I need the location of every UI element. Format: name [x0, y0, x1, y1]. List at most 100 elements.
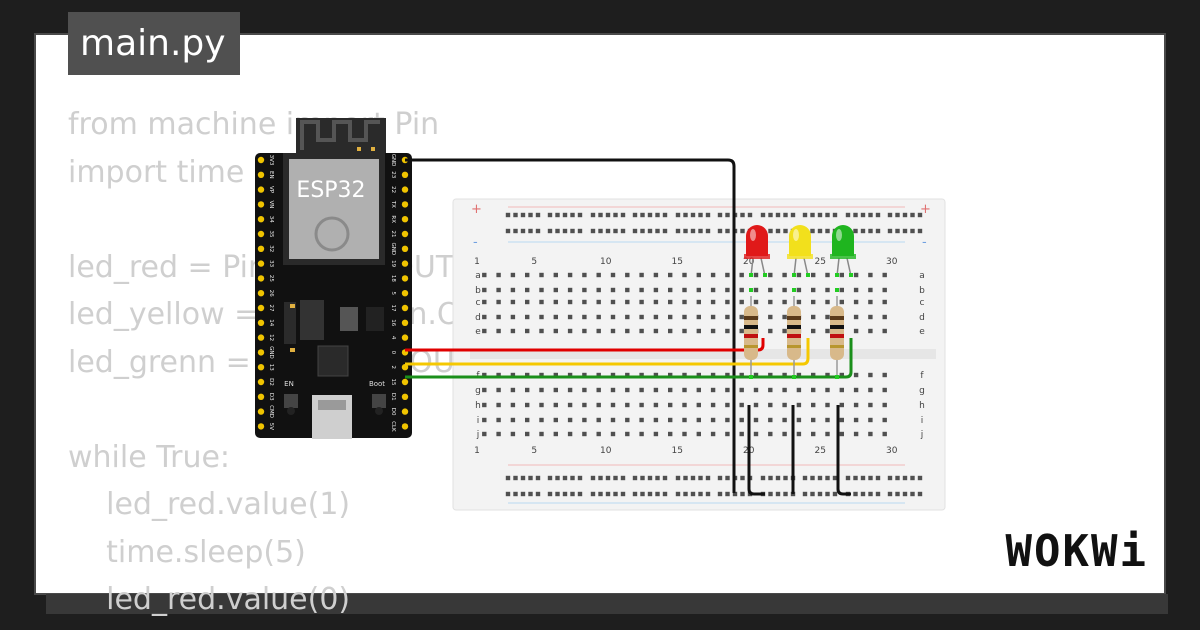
row-letter: c: [920, 298, 925, 308]
rail-minus-label: -: [922, 235, 927, 250]
pin-label: GND: [268, 346, 274, 359]
breadboard-hole: [553, 287, 558, 293]
board-pin: [401, 230, 409, 238]
breadboard-hole: [839, 402, 844, 408]
breadboard-hole: [768, 372, 773, 378]
breadboard-hole: [725, 287, 730, 293]
row-letter: b: [919, 286, 925, 296]
row-letter: j: [476, 430, 480, 440]
breadboard-hole: [639, 417, 644, 423]
breadboard-hole: [653, 328, 659, 334]
breadboard-hole: [582, 299, 587, 305]
breadboard-hole: [775, 475, 781, 481]
breadboard-hole: [653, 431, 659, 437]
breadboard-hole: [496, 431, 501, 437]
resistor-band: [744, 345, 758, 348]
breadboard-hole: [910, 228, 915, 234]
pin-label: 5V: [268, 423, 274, 430]
resistor-band: [830, 334, 844, 338]
breadboard-hole: [868, 431, 873, 437]
board-pin: [257, 171, 265, 178]
breadboard-hole: [535, 491, 541, 497]
rail-plus-label: +: [471, 202, 482, 217]
breadboard-hole: [839, 417, 844, 423]
breadboard-hole: [547, 228, 553, 234]
wire-red: [405, 338, 765, 352]
column-number: 1: [474, 446, 480, 456]
breadboard-hole: [590, 491, 596, 497]
breadboard-hole: [620, 475, 626, 481]
breadboard-hole: [802, 491, 808, 497]
breadboard-hole: [683, 228, 688, 234]
column-number: 15: [671, 257, 682, 267]
breadboard-hole: [753, 417, 759, 423]
breadboard-hole: [662, 228, 668, 234]
breadboard-hole: [539, 299, 544, 305]
breadboard-hole: [753, 272, 759, 278]
breadboard-hole: [496, 299, 501, 305]
breadboard-hole: [710, 314, 716, 320]
breadboard-hole: [639, 372, 644, 378]
breadboard-hole: [760, 475, 766, 481]
breadboard-hole: [496, 328, 501, 334]
breadboard-hole: [539, 328, 544, 334]
breadboard-hole: [555, 212, 560, 218]
breadboard-hole: [753, 387, 759, 393]
breadboard-hole: [653, 299, 659, 305]
breadboard-hole: [868, 491, 873, 497]
breadboard-hole: [760, 212, 766, 218]
column-number: 10: [600, 446, 612, 456]
breadboard-hole: [496, 287, 501, 293]
breadboard-hole: [811, 417, 816, 423]
breadboard-hole: [496, 387, 501, 393]
breadboard-hole: [768, 402, 773, 408]
board-pin: [401, 171, 409, 178]
breadboard-hole: [810, 491, 815, 497]
wire-green: [405, 338, 853, 379]
breadboard-hole: [796, 272, 802, 278]
breadboard-hole: [853, 299, 859, 305]
breadboard-hole: [811, 314, 816, 320]
breadboard-hole: [596, 299, 601, 305]
board-pin: [257, 334, 265, 341]
en-label: EN: [284, 380, 294, 388]
resistor-band: [787, 325, 801, 329]
breadboard-hole: [832, 491, 838, 497]
pin-label: D1: [390, 393, 396, 401]
breadboard-hole: [810, 475, 815, 481]
breadboard-hole: [655, 491, 660, 497]
pin-label: 35: [268, 231, 274, 238]
breadboard-hole: [782, 287, 787, 293]
row-letter: e: [919, 327, 925, 337]
board-pin: [257, 393, 265, 400]
esp32-board[interactable]: ESP323V3ENVPVN343532332526271412GND13D2D…: [255, 118, 412, 439]
connected-hole: [792, 273, 796, 277]
breadboard-hole: [625, 372, 630, 378]
breadboard-hole: [696, 387, 701, 393]
breadboard-hole: [690, 475, 696, 481]
breadboard-hole: [817, 491, 823, 497]
breadboard-hole: [853, 417, 859, 423]
breadboard-hole: [682, 299, 687, 305]
breadboard-center-channel: [470, 349, 936, 359]
breadboard-hole: [782, 402, 787, 408]
breadboard-hole: [525, 314, 530, 320]
wokwi-logo: WOKWi: [1005, 526, 1148, 577]
file-tab[interactable]: main.py: [68, 12, 240, 75]
row-letter: c: [476, 298, 481, 308]
breadboard-hole: [882, 387, 887, 393]
breadboard-hole: [675, 228, 681, 234]
connected-hole: [806, 273, 810, 277]
board-pin: [257, 349, 265, 356]
breadboard-hole: [555, 228, 560, 234]
breadboard-hole: [796, 417, 802, 423]
breadboard-hole: [825, 299, 830, 305]
breadboard-hole: [625, 328, 630, 334]
breadboard-hole: [917, 475, 923, 481]
breadboard-hole: [739, 314, 744, 320]
breadboard-hole: [610, 287, 616, 293]
breadboard-hole: [505, 491, 511, 497]
breadboard-hole: [817, 212, 823, 218]
breadboard-hole: [810, 228, 815, 234]
